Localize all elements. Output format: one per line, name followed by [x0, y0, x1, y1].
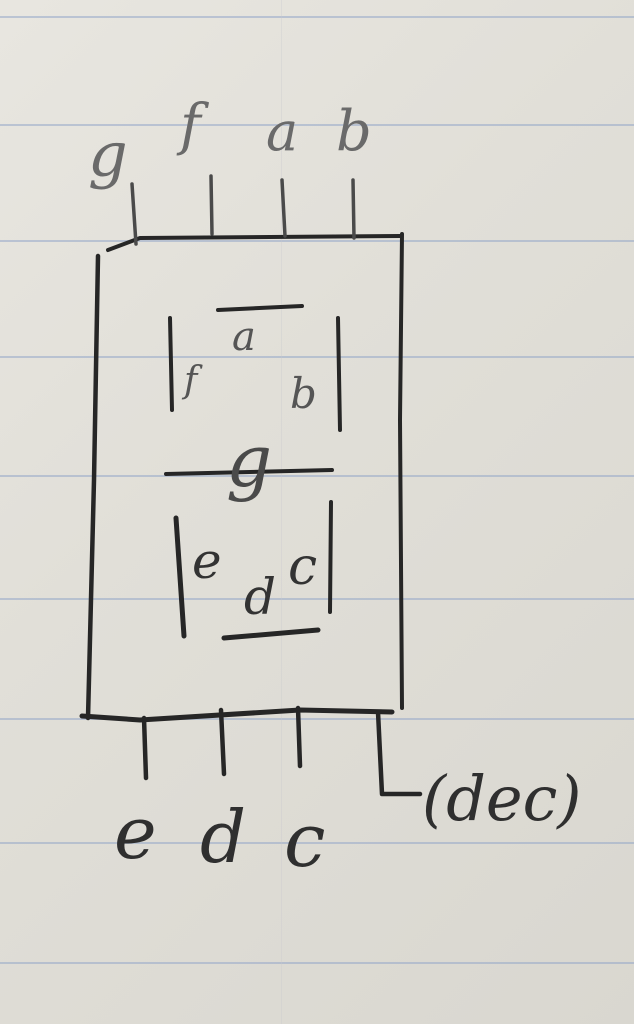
- ruled-line: [0, 962, 634, 964]
- segment-b: [336, 316, 342, 432]
- segment-a: [216, 304, 304, 312]
- bottom-pin-labels: e d c (dec): [114, 762, 581, 884]
- ruled-line: [0, 124, 634, 126]
- pin-label-e: e: [114, 791, 157, 875]
- pin-c: [295, 705, 303, 769]
- ruled-line: [0, 718, 634, 720]
- pin-label-c: c: [284, 798, 325, 884]
- pin-b: [351, 178, 356, 240]
- segment-e: [173, 515, 187, 639]
- pin-f: [209, 174, 214, 236]
- segment-label-d: d: [244, 568, 276, 626]
- segment-label-c: c: [288, 537, 317, 597]
- pin-label-b: b: [336, 99, 372, 164]
- pin-a: [280, 178, 287, 238]
- ruled-line: [0, 240, 634, 242]
- ruled-line: [0, 16, 634, 18]
- pin-label-g: g: [88, 118, 128, 191]
- ruled-line: [0, 475, 634, 477]
- top-pin-labels: g f a b: [88, 93, 372, 191]
- segment-label-a: a: [232, 314, 256, 360]
- segment-label-b: b: [290, 369, 317, 418]
- ruled-line: [0, 598, 634, 600]
- segment-label-g: g: [226, 419, 272, 503]
- package-outline: [79, 232, 404, 723]
- segment-g: [164, 468, 334, 476]
- seven-segment-display: [164, 304, 342, 641]
- pin-g: [130, 182, 138, 246]
- pin-label-f: f: [176, 93, 210, 158]
- segment-label-e: e: [192, 532, 222, 590]
- segment-f: [168, 316, 174, 412]
- pin-d: [218, 707, 227, 777]
- segment-label-f: f: [181, 360, 203, 401]
- pin-label-d: d: [200, 795, 246, 879]
- pin-e: [141, 715, 149, 781]
- ruled-line: [0, 842, 634, 844]
- paper-fold-line: [281, 0, 282, 1024]
- segment-d: [221, 627, 321, 641]
- top-pins: [130, 174, 356, 246]
- bottom-pins: [141, 705, 423, 797]
- ruled-line: [0, 356, 634, 358]
- segment-c: [328, 500, 333, 614]
- pin-dp: [375, 709, 423, 797]
- pin-label-a: a: [266, 100, 298, 163]
- pin-label-dp: (dec): [422, 762, 581, 835]
